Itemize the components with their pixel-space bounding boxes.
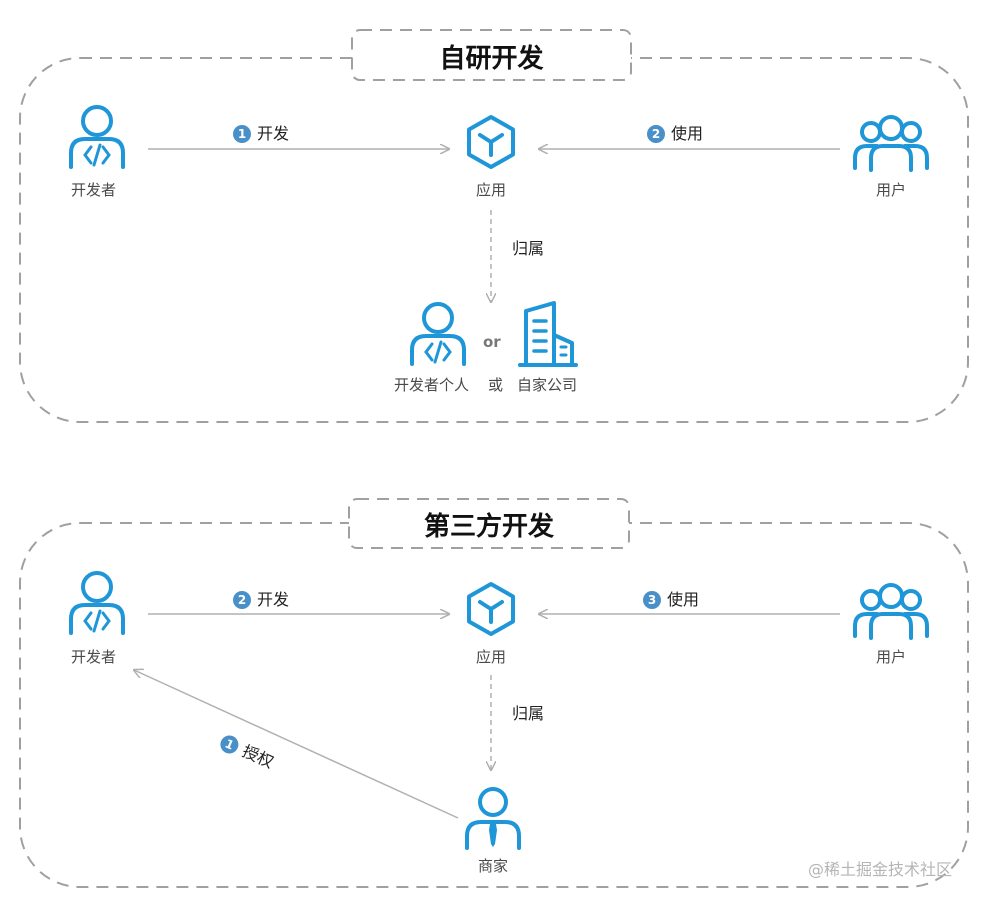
merchant-label: 商家: [478, 857, 509, 875]
users-icon: [853, 115, 929, 172]
section2-frame: [19, 522, 969, 888]
developer-icon: [69, 105, 125, 169]
arrow-authorize: [134, 670, 459, 819]
owner-or-label: 或: [488, 376, 504, 394]
section1-frame: [19, 57, 969, 423]
belongs-label-2: 归属: [512, 704, 545, 723]
user-label-2: 用户: [876, 648, 907, 666]
developer-person-icon: [410, 302, 466, 366]
section2-title: 第三方开发: [423, 512, 554, 542]
company-building-icon: [518, 301, 578, 367]
step-number-badge: 1: [233, 125, 251, 143]
step-use-2: 3 使用: [643, 586, 699, 610]
step-develop-1: 1 开发: [233, 120, 289, 144]
step-label: 开发: [257, 590, 290, 609]
users-icon-2: [853, 583, 929, 640]
developer-icon-2: [69, 571, 125, 635]
app-label: 应用: [476, 181, 507, 199]
owner-company-label: 自家公司: [517, 376, 578, 394]
merchant-icon: [465, 787, 521, 850]
step-use-1: 2 使用: [647, 120, 703, 144]
step-develop-2: 2 开发: [233, 586, 289, 610]
step-number-badge: 2: [233, 591, 251, 609]
developer-label-2: 开发者: [71, 648, 117, 666]
section1-title: 自研开发: [439, 44, 544, 74]
step-label: 使用: [671, 124, 704, 143]
developer-label: 开发者: [71, 181, 117, 199]
step-number-badge: 2: [647, 125, 665, 143]
app-icon: [467, 115, 515, 169]
step-label: 使用: [667, 590, 700, 609]
owner-person-label: 开发者个人: [394, 376, 470, 394]
step-label: 开发: [257, 124, 290, 143]
app-label-2: 应用: [476, 648, 507, 666]
user-label: 用户: [876, 181, 907, 199]
watermark: @稀土掘金技术社区: [808, 860, 953, 879]
section1-title-box: [351, 29, 632, 81]
section2-title-box: [348, 498, 630, 549]
belongs-label-1: 归属: [512, 239, 545, 258]
or-label: or: [483, 333, 501, 351]
step-number-badge: 3: [643, 591, 661, 609]
app-icon-2: [467, 582, 515, 636]
